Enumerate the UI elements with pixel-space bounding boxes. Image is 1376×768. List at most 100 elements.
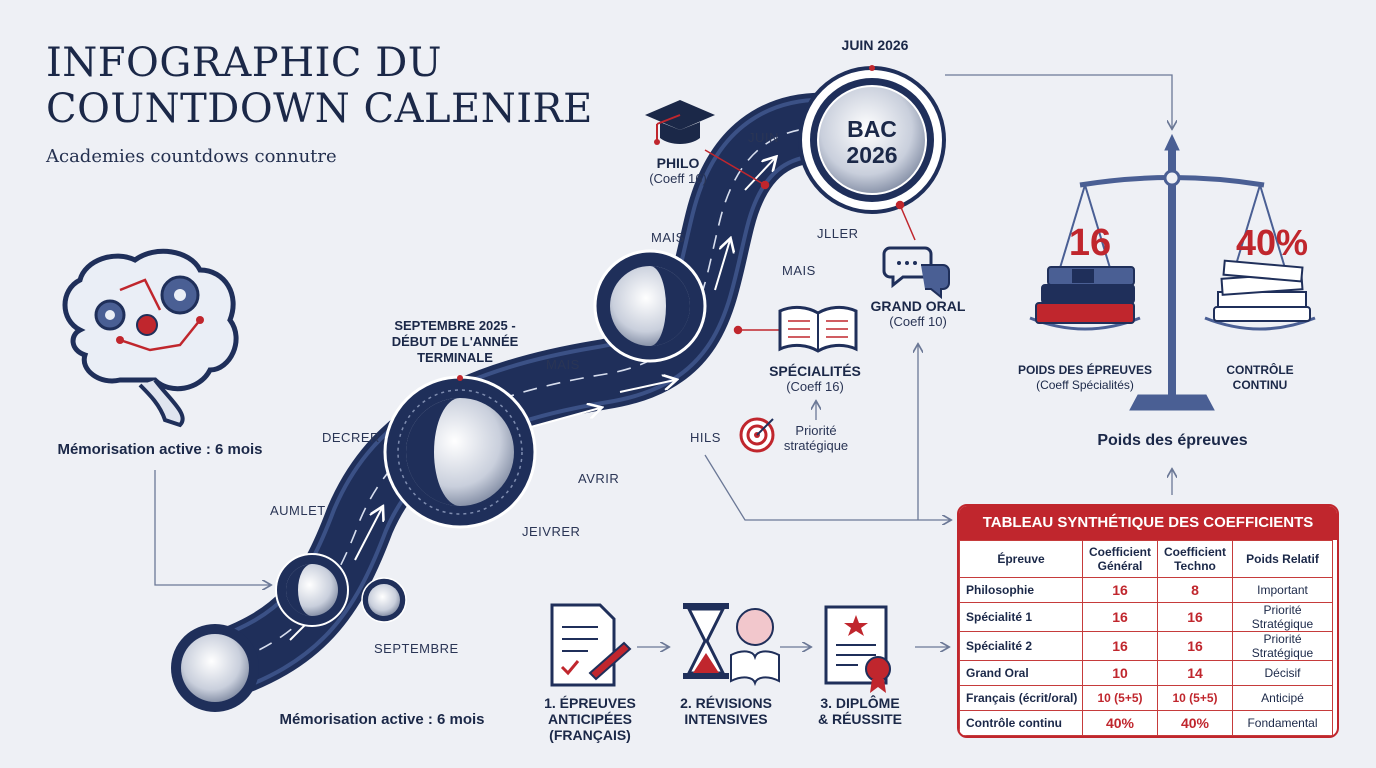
cell-techno: 14 bbox=[1157, 660, 1233, 686]
table-title: TABLEAU SYNTHÉTIQUE DES COEFFICIENTS bbox=[959, 506, 1337, 540]
cell-general: 10 (5+5) bbox=[1082, 685, 1158, 711]
connector-lines bbox=[154, 74, 1172, 647]
page-subtitle: Academies countdows connutre bbox=[46, 146, 337, 167]
brain-label: Mémorisation active : 6 mois bbox=[57, 441, 263, 458]
road-arrow-6 bbox=[744, 158, 775, 191]
balance-right-value: 40% bbox=[1235, 222, 1309, 263]
cell-epreuve: Grand Oral bbox=[959, 660, 1083, 686]
document-pen-icon bbox=[550, 603, 632, 687]
cell-techno: 16 bbox=[1157, 631, 1233, 661]
bac-2026-label: BAC 2026 bbox=[822, 116, 922, 168]
header-general-line-2: Général bbox=[1097, 559, 1143, 573]
balance-right-label: CONTRÔLE CONTINU bbox=[1205, 363, 1315, 393]
start-date-line-2: DÉBUT DE L'ANNÉE bbox=[391, 334, 519, 349]
moon-small-1 bbox=[275, 553, 349, 627]
road-arrow-2 bbox=[354, 508, 382, 561]
cell-poids: Important bbox=[1232, 577, 1333, 603]
road-arrow-4 bbox=[619, 380, 675, 393]
balance-caption: Poids des épreuves bbox=[1097, 432, 1248, 449]
moon-small-2 bbox=[361, 577, 407, 623]
books-icon bbox=[1035, 266, 1135, 324]
cell-general: 16 bbox=[1082, 631, 1158, 661]
month-mais-2: MAIS bbox=[651, 230, 685, 245]
cell-techno: 10 (5+5) bbox=[1157, 685, 1233, 711]
start-date-line-1: SEPTEMBRE 2025 - bbox=[394, 318, 516, 333]
title-line-2: COUNTDOWN CALENIRE bbox=[46, 86, 593, 132]
priorite-line-2: stratégique bbox=[783, 438, 849, 453]
moon-september bbox=[383, 375, 537, 529]
cell-poids: Priorité Stratégique bbox=[1232, 631, 1333, 661]
month-jeivrer: JEIVRER bbox=[522, 524, 581, 539]
priorite-line-1: Priorité bbox=[795, 423, 837, 438]
start-date-label: SEPTEMBRE 2025 - DÉBUT DE L'ANNÉE TERMIN… bbox=[380, 318, 530, 366]
month-mais-1: MAIS bbox=[546, 357, 580, 372]
step-2-line-2: INTENSIVES bbox=[684, 711, 768, 727]
cell-general: 40% bbox=[1082, 710, 1158, 736]
grand-oral-coef: (Coeff 10) bbox=[889, 314, 947, 329]
step-1-line-2: ANTICIPÉES bbox=[547, 711, 632, 727]
cell-epreuve: Spécialité 2 bbox=[959, 631, 1083, 661]
table-row: Spécialité 1 16 16 Priorité Stratégique bbox=[959, 602, 1333, 632]
open-book-icon bbox=[778, 305, 858, 353]
step-1-label: 1. ÉPREUVES ANTICIPÉES (FRANÇAIS) bbox=[530, 695, 650, 743]
bac-label-line-2: 2026 bbox=[846, 142, 898, 168]
philo-coef: (Coeff 16) bbox=[649, 171, 707, 186]
start-date-line-3: TERMINALE bbox=[417, 350, 493, 365]
month-aumlet: AUMLET bbox=[270, 503, 326, 518]
header-epreuve: Épreuve bbox=[959, 540, 1083, 578]
grand-oral-name: GRAND ORAL bbox=[870, 298, 966, 314]
cell-poids: Anticipé bbox=[1232, 685, 1333, 711]
step-3-line-2: & RÉUSSITE bbox=[817, 711, 902, 727]
step-2-label: 2. RÉVISIONS INTENSIVES bbox=[666, 695, 786, 727]
cell-epreuve: Philosophie bbox=[959, 577, 1083, 603]
table-row: Spécialité 2 16 16 Priorité Stratégique bbox=[959, 631, 1333, 661]
connector-bac-scale bbox=[945, 74, 1172, 128]
connector-brain-road bbox=[154, 470, 270, 585]
step-2-line-1: 2. RÉVISIONS bbox=[680, 695, 772, 711]
memorisation-bottom-label: Mémorisation active : 6 mois bbox=[279, 711, 485, 728]
month-juin: JUIN bbox=[748, 130, 779, 145]
speech-bubbles-icon bbox=[882, 246, 950, 300]
moon-mid bbox=[593, 249, 707, 363]
step-3-line-1: 3. DIPLÔME bbox=[820, 695, 900, 711]
balance-right-label-line-1: CONTRÔLE bbox=[1226, 363, 1294, 377]
month-mais-3: MAIS bbox=[782, 263, 816, 278]
cell-general: 10 bbox=[1082, 660, 1158, 686]
diploma-icon bbox=[824, 605, 891, 693]
cell-epreuve: Spécialité 1 bbox=[959, 602, 1083, 632]
philo-name: PHILO bbox=[656, 155, 700, 171]
balance-left-label-line-1: POIDS DES ÉPREUVES bbox=[1017, 363, 1153, 377]
cell-techno: 8 bbox=[1157, 577, 1233, 603]
step-1-line-1: 1. ÉPREUVES bbox=[544, 695, 636, 711]
cell-general: 16 bbox=[1082, 577, 1158, 603]
cell-general: 16 bbox=[1082, 602, 1158, 632]
table-row: Contrôle continu 40% 40% Fondamental bbox=[959, 710, 1333, 736]
page-title: INFOGRAPHIC DU COUNTDOWN CALENIRE bbox=[46, 40, 593, 132]
specialites-name: SPÉCIALITÉS bbox=[769, 363, 861, 379]
target-icon bbox=[739, 417, 775, 453]
step-1-line-3: (FRANÇAIS) bbox=[549, 727, 631, 743]
hourglass-brain-icon bbox=[683, 603, 780, 687]
month-septembre: SEPTEMBRE bbox=[374, 641, 459, 656]
cell-techno: 16 bbox=[1157, 602, 1233, 632]
title-line-1: INFOGRAPHIC DU bbox=[46, 40, 443, 86]
connector-hils-table bbox=[704, 454, 950, 520]
month-avrir: AVRIR bbox=[578, 471, 620, 486]
coefficient-table: TABLEAU SYNTHÉTIQUE DES COEFFICIENTS Épr… bbox=[957, 504, 1339, 738]
balance-left-label-line-2: (Coeff Spécialités) bbox=[1036, 378, 1134, 392]
cell-poids: Fondamental bbox=[1232, 710, 1333, 736]
papers-icon bbox=[1213, 259, 1311, 322]
month-decrer: DECRER bbox=[322, 430, 380, 445]
cell-techno: 40% bbox=[1157, 710, 1233, 736]
grand-oral-label: GRAND ORAL (Coeff 10) bbox=[858, 298, 978, 330]
header-poids: Poids Relatif bbox=[1232, 540, 1333, 578]
brain-gears-icon bbox=[62, 248, 239, 428]
month-hils: HILS bbox=[690, 430, 721, 445]
balance-left-label: POIDS DES ÉPREUVES (Coeff Spécialités) bbox=[1010, 363, 1160, 393]
road-arrow-5 bbox=[714, 240, 730, 291]
header-general-line-1: Coefficient bbox=[1088, 545, 1151, 559]
header-techno-line-2: Techno bbox=[1174, 559, 1216, 573]
